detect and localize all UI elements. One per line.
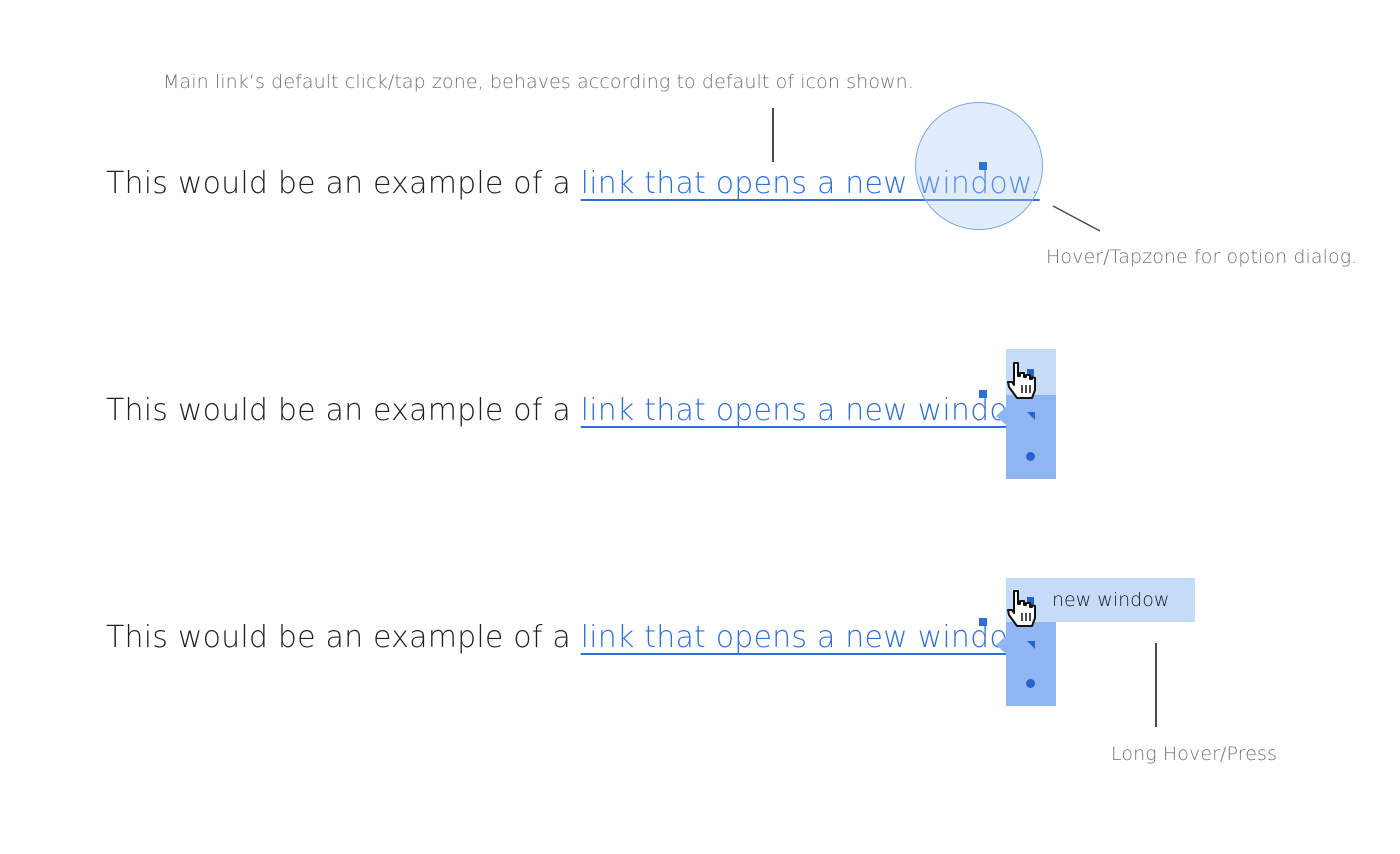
tooltip-label: new window xyxy=(1052,589,1170,611)
square-icon[interactable] xyxy=(1027,597,1034,604)
example-link-3[interactable]: link that opens a new window. xyxy=(580,620,1040,655)
sentence-text: This would be an example of a xyxy=(106,166,581,201)
option-panel-body-2 xyxy=(1006,395,1056,479)
dot-icon[interactable] xyxy=(1026,452,1035,461)
square-marker-icon[interactable] xyxy=(979,390,987,398)
option-panel-pointer xyxy=(996,636,1006,654)
option-panel-body-3 xyxy=(1006,622,1056,706)
hand-pointer-icon xyxy=(1005,360,1037,402)
tooltip-new-window[interactable]: new window xyxy=(1006,578,1195,622)
example-sentence-3: This would be an example of a link that … xyxy=(106,620,1040,655)
annotation-leader-line xyxy=(772,108,774,162)
sentence-text: This would be an example of a xyxy=(106,620,581,655)
triangle-icon[interactable] xyxy=(1027,641,1035,649)
square-marker-icon[interactable] xyxy=(979,162,987,170)
square-marker-icon[interactable] xyxy=(979,618,987,626)
example-sentence-1: This would be an example of a link that … xyxy=(106,166,1040,201)
long-hover-leader-line xyxy=(1155,643,1157,727)
tapzone-leader-line xyxy=(1052,205,1104,233)
annotation-hover-tapzone: Hover/Tapzone for option dialog. xyxy=(1046,246,1358,268)
example-sentence-2: This would be an example of a link that … xyxy=(106,393,1040,428)
example-link-2[interactable]: link that opens a new window. xyxy=(580,393,1040,428)
annotation-long-hover: Long Hover/Press xyxy=(1111,743,1278,765)
square-icon[interactable] xyxy=(1027,369,1034,376)
annotation-main-link-zone: Main link’s default click/tap zone, beha… xyxy=(163,71,914,93)
option-panel-pointer xyxy=(996,407,1006,425)
sentence-text: This would be an example of a xyxy=(106,393,581,428)
triangle-icon[interactable] xyxy=(1027,412,1035,420)
dot-icon[interactable] xyxy=(1026,679,1035,688)
hand-pointer-icon xyxy=(1005,588,1037,630)
